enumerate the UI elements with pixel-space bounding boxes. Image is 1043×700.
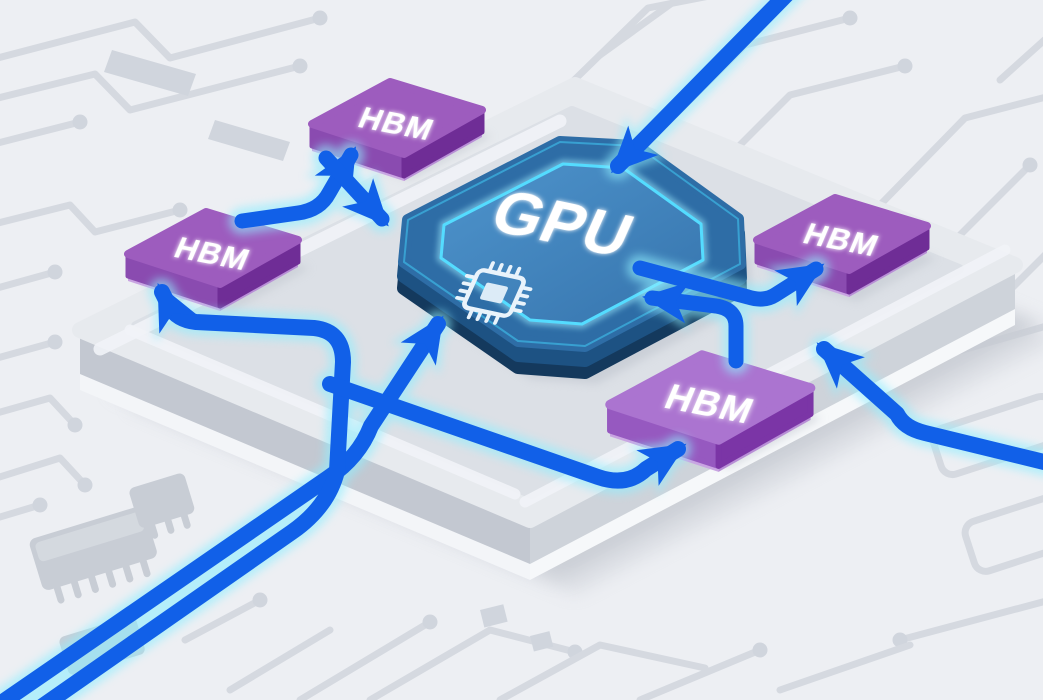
ic-chip-large <box>29 506 157 604</box>
hbm-module-top-left: HBM <box>308 78 486 181</box>
arrow-right-edge-in <box>816 341 1043 471</box>
arrow-bottomleft-to-left-hbm <box>37 283 351 700</box>
hbm-module-right: HBM <box>753 194 931 297</box>
arrow-left-hbm-up <box>234 146 359 229</box>
arrow-into-gpu-top <box>610 0 793 174</box>
arrow-topleft-hbm-to-gpu <box>318 150 390 227</box>
arrow-bottom-hbm-to-gpu <box>642 281 744 369</box>
ic-chip-small <box>129 473 195 539</box>
arrow-to-bottom-hbm <box>322 376 687 489</box>
arrow-gpu-to-right-hbm <box>632 260 825 307</box>
chip-icon <box>455 261 533 325</box>
